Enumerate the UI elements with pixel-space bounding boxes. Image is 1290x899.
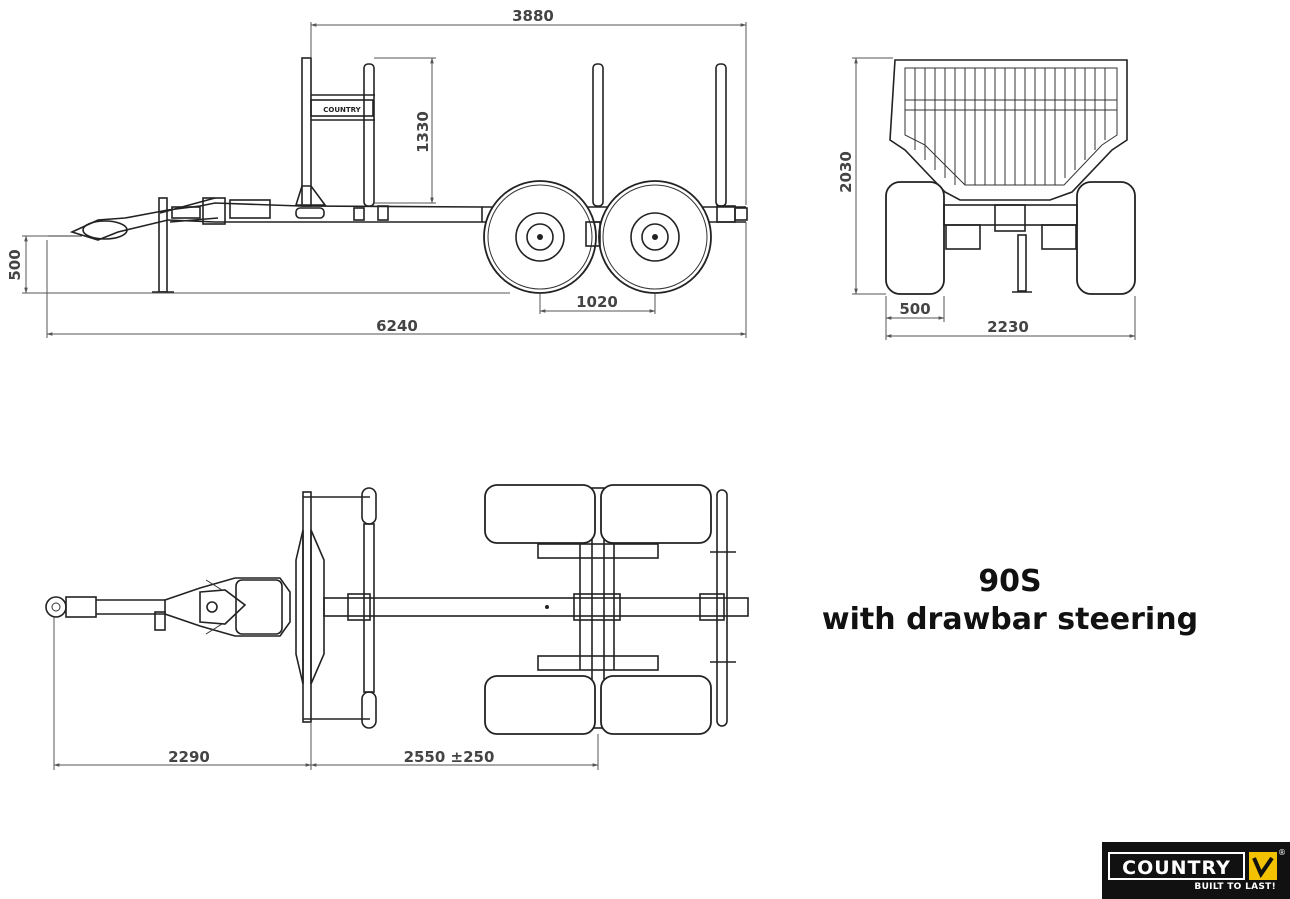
dim-drawbar-length: 2290 bbox=[168, 748, 210, 766]
model-subtitle: with drawbar steering bbox=[821, 602, 1199, 637]
rear-view-dimensions: 2030 500 2230 bbox=[837, 57, 1136, 340]
rear-view bbox=[885, 59, 1136, 295]
model-title: 90S with drawbar steering bbox=[790, 563, 1230, 639]
country-chevron-icon bbox=[1249, 852, 1277, 880]
logo-tagline: BUILT TO LAST! bbox=[1194, 882, 1276, 892]
side-view-dimensions: 3880 1330 500 1020 6240 bbox=[6, 7, 747, 338]
dim-frame-length: 2550 ±250 bbox=[404, 748, 495, 766]
top-view-dimensions: 2290 2550 ±250 bbox=[53, 617, 599, 770]
frame-label: COUNTRY bbox=[323, 106, 361, 114]
dim-stake-span: 3880 bbox=[512, 7, 554, 25]
dim-overall-height: 2030 bbox=[837, 151, 855, 193]
dim-stake-height: 1330 bbox=[414, 111, 432, 153]
dim-overall-length: 6240 bbox=[376, 317, 418, 335]
model-name: 90S bbox=[978, 564, 1042, 599]
dim-axle-spacing: 1020 bbox=[576, 293, 618, 311]
dim-wheel-width: 500 bbox=[899, 300, 930, 318]
logo-registered: ® bbox=[1278, 848, 1286, 857]
top-view bbox=[45, 484, 749, 735]
rear-bolster-slats bbox=[914, 68, 1106, 185]
dim-drawbar-height: 500 bbox=[6, 249, 24, 280]
logo-wordmark: COUNTRY bbox=[1108, 852, 1245, 880]
dim-overall-width: 2230 bbox=[987, 318, 1029, 336]
side-view: COUNTRY bbox=[46, 57, 748, 294]
brand-logo: COUNTRY ® BUILT TO LAST! bbox=[1102, 842, 1290, 899]
